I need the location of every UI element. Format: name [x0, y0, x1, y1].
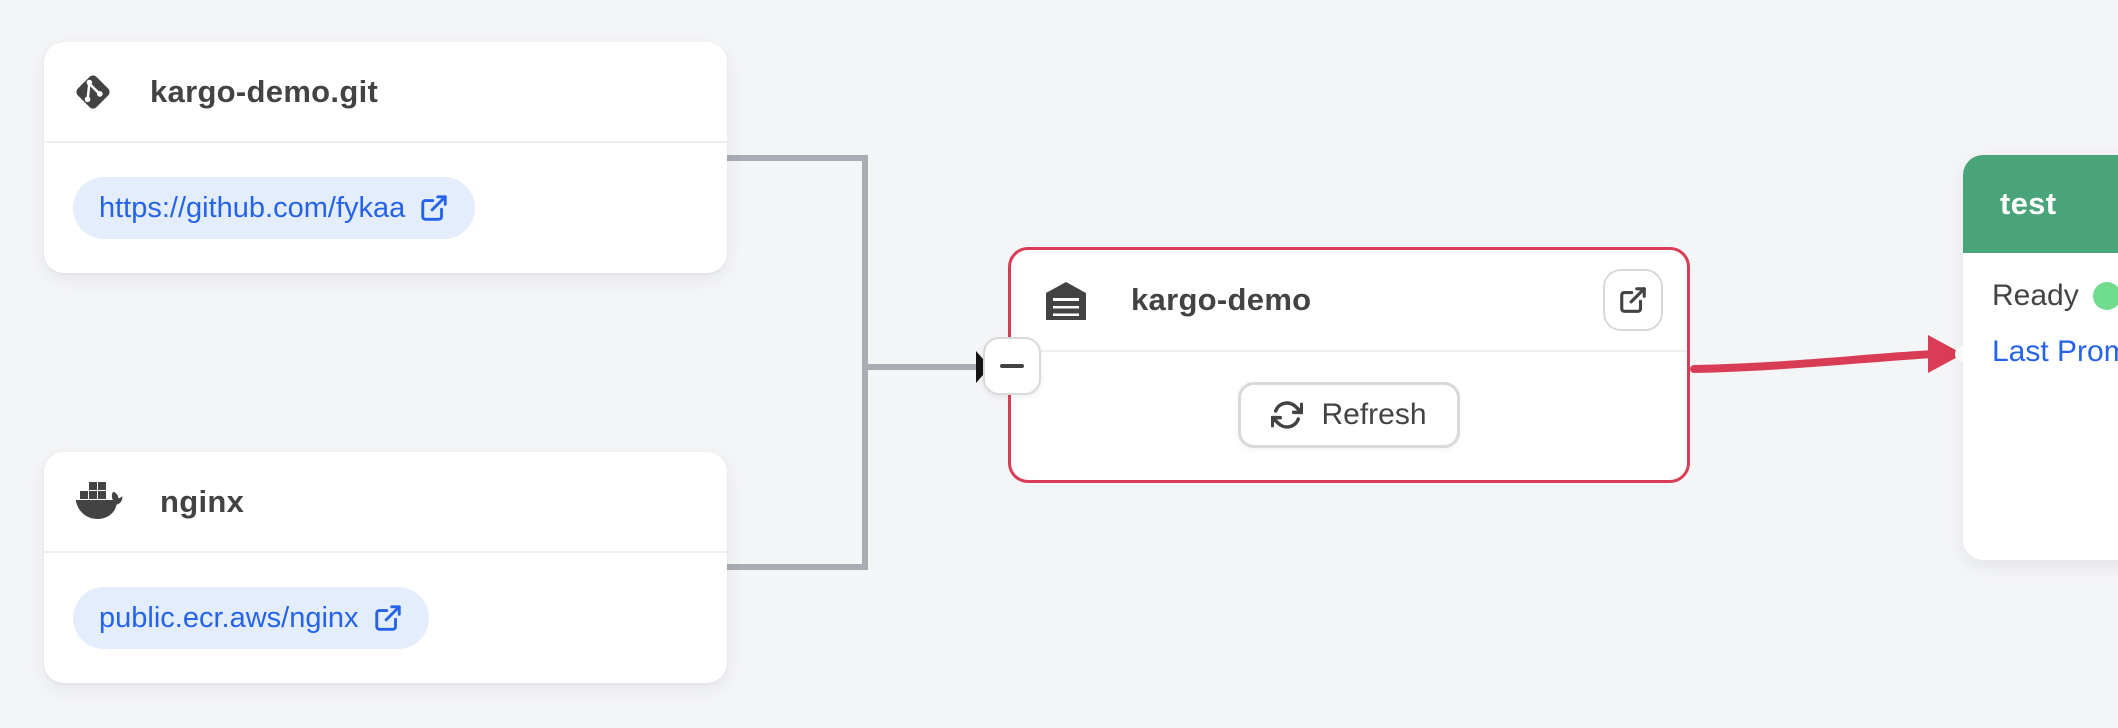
- refresh-button-label: Refresh: [1321, 398, 1427, 431]
- refresh-button[interactable]: Refresh: [1238, 382, 1460, 448]
- repo-card-title: kargo-demo.git: [150, 73, 379, 109]
- stage-body: Ready Last Promotion: [1963, 253, 2118, 369]
- repo-card-git: kargo-demo.git https://github.com/fykaa: [44, 42, 727, 273]
- warehouse-node[interactable]: kargo-demo: [1008, 247, 1690, 483]
- external-link-icon: [419, 193, 449, 223]
- repo-link-chip[interactable]: public.ecr.aws/nginx: [73, 587, 429, 649]
- stage-name: test: [2000, 186, 2057, 221]
- external-link-icon: [1618, 285, 1648, 315]
- warehouse-header: kargo-demo: [1011, 250, 1687, 352]
- repo-card-nginx: nginx public.ecr.aws/nginx: [44, 452, 727, 683]
- warehouse-icon: [1041, 278, 1091, 322]
- last-promotion-link[interactable]: Last Promotion: [1992, 335, 2118, 368]
- stage-status-row: Ready: [1992, 279, 2118, 313]
- stage-node-test[interactable]: test Ready Last Promotion: [1963, 155, 2118, 560]
- repo-card-title: nginx: [160, 483, 245, 519]
- stage-header: test: [1963, 155, 2118, 253]
- refresh-icon: [1271, 399, 1304, 431]
- repo-card-header: nginx: [44, 452, 727, 553]
- open-warehouse-button[interactable]: [1603, 269, 1663, 331]
- docker-icon: [72, 480, 124, 524]
- stage-status-label: Ready: [1992, 279, 2079, 312]
- repo-link-text: public.ecr.aws/nginx: [99, 601, 359, 634]
- external-link-icon: [373, 603, 403, 633]
- status-dot-icon: [2092, 282, 2118, 310]
- promotion-arrowhead-icon: [1928, 335, 1963, 373]
- warehouse-body: Refresh: [1011, 352, 1687, 478]
- collapse-subscriptions-button[interactable]: [983, 337, 1041, 395]
- repo-card-header: kargo-demo.git: [44, 42, 727, 143]
- minus-icon: [1000, 364, 1024, 368]
- git-icon: [72, 71, 114, 113]
- repo-link-text: https://github.com/fykaa: [99, 191, 406, 224]
- subscription-edge: [727, 155, 868, 570]
- repo-link-chip[interactable]: https://github.com/fykaa: [73, 177, 476, 239]
- warehouse-title: kargo-demo: [1131, 282, 1312, 317]
- promotion-edge: [1690, 350, 1938, 373]
